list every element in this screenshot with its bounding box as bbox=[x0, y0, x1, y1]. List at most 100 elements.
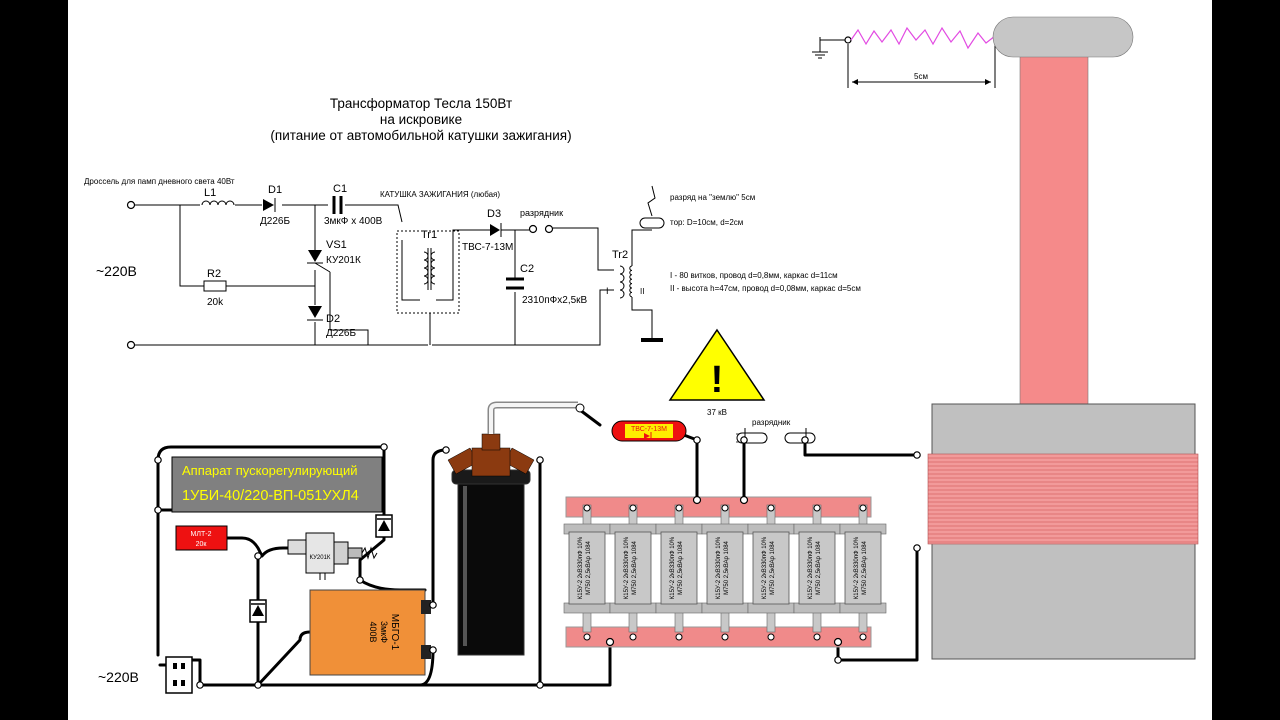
junction-node bbox=[254, 681, 262, 689]
warning-mark: ! bbox=[711, 359, 724, 401]
mbgo-capacitor: МБГО-1 3мкФ 400В bbox=[309, 589, 431, 676]
inductor-L1 bbox=[201, 200, 235, 206]
capacitor-label-2: М750 2,5кВАр 1084 bbox=[862, 540, 868, 594]
junction-node bbox=[356, 576, 364, 584]
title-line-3: (питание от автомобильной катушки зажига… bbox=[270, 128, 571, 143]
tr1-winding-wires bbox=[401, 229, 490, 301]
junction-node bbox=[196, 681, 204, 689]
choke-note: Дроссель для памп дневного света 40Вт bbox=[84, 177, 235, 186]
mains-bottom-wire bbox=[198, 643, 612, 687]
tr2-primary bbox=[619, 265, 625, 299]
capacitor-4: К15У-2 2кВ330пФ 10%М750 2,5кВАр 1084 bbox=[701, 504, 749, 641]
title-block: Трансформатор Тесла 150Вт на искровике (… bbox=[270, 96, 571, 143]
diagram-canvas: Трансформатор Тесла 150Вт на искровике (… bbox=[68, 0, 1212, 720]
capacitor-7: К15У-2 2кВ330пФ 10%М750 2,5кВАр 1084 bbox=[839, 504, 887, 641]
D3-label: D3 bbox=[487, 208, 501, 220]
junction-node bbox=[429, 601, 437, 609]
capacitor-label-2: М750 2,5кВАр 1084 bbox=[770, 540, 776, 594]
high-voltage-warning: ! 37 кВ bbox=[668, 328, 766, 417]
R2-value: 20k bbox=[207, 297, 224, 308]
mbgo-body bbox=[309, 589, 426, 676]
assembly-spark-gap: разрядник bbox=[736, 418, 816, 448]
junction-node bbox=[254, 552, 262, 560]
C2-label: C2 bbox=[520, 263, 534, 275]
ignition-coil-body bbox=[457, 477, 525, 656]
spark-gap-right-electrode bbox=[544, 224, 554, 234]
assembly-mains-label: ~220В bbox=[98, 669, 139, 685]
spark-distance-diagram: 5см bbox=[812, 26, 996, 88]
D2-label: D2 bbox=[326, 313, 340, 325]
coil-hv-tower bbox=[481, 433, 501, 451]
gap-to-primary-wire bbox=[803, 436, 919, 457]
bottom-rail-wire bbox=[135, 289, 614, 346]
capacitor-label-2: М750 2,5кВАр 1084 bbox=[816, 540, 822, 594]
capacitor-label-2: М750 2,5кВАр 1084 bbox=[678, 540, 684, 594]
thyristor-lead bbox=[287, 539, 307, 555]
capacitor-3: К15У-2 2кВ330пФ 10%М750 2,5кВАр 1084 bbox=[655, 504, 703, 641]
junction-node bbox=[154, 506, 162, 514]
capacitor-label-1: К15У-2 2кВ330пФ 10% bbox=[762, 536, 768, 599]
capacitor-label-2: М750 2,5кВАр 1084 bbox=[586, 540, 592, 594]
schematic: Дроссель для памп дневного света 40Вт ~2… bbox=[84, 177, 861, 350]
C1-label: C1 bbox=[333, 183, 347, 195]
junction-node bbox=[442, 446, 450, 454]
mbgo-terminal-top bbox=[421, 600, 431, 614]
torus-symbol bbox=[639, 217, 665, 229]
warning-voltage: 37 кВ bbox=[707, 408, 727, 417]
capacitor-label-1: К15У-2 2кВ330пФ 10% bbox=[716, 536, 722, 599]
Tr2-label: Tr2 bbox=[612, 249, 628, 261]
capacitor-label-2: М750 2,5кВАр 1084 bbox=[632, 540, 638, 594]
C2-value: 2310пФх2,5кВ bbox=[522, 295, 588, 306]
winding-I-note: I - 80 витков, провод d=0,8мм, каркас d=… bbox=[670, 271, 838, 280]
winding-II-note: II - высота h=47см, провод d=0,08мм, кар… bbox=[670, 284, 861, 293]
spark-ground-node bbox=[844, 36, 852, 44]
thyristor-body bbox=[305, 532, 335, 574]
distance-marker bbox=[847, 44, 996, 88]
junction-node bbox=[913, 544, 921, 552]
ballast-line-1: Аппарат пускорегулирующий bbox=[182, 463, 358, 478]
mbgo-terminal-bottom bbox=[421, 645, 431, 659]
gate-wire bbox=[329, 272, 369, 345]
VS1-label: VS1 bbox=[326, 239, 347, 251]
bank-node-capsule bbox=[692, 495, 702, 505]
thyristor-stud bbox=[347, 547, 363, 559]
tesla-coil bbox=[927, 16, 1199, 660]
title-line-1: Трансформатор Тесла 150Вт bbox=[330, 96, 512, 111]
capacitor-bar-top bbox=[565, 496, 872, 518]
D3-type: ТВС-7-13М bbox=[462, 242, 513, 253]
tr2-secondary bbox=[629, 265, 633, 298]
capsule-label-area bbox=[625, 424, 673, 438]
capacitor-6: К15У-2 2кВ330пФ 10%М750 2,5кВАр 1084 bbox=[793, 504, 841, 641]
title-line-2: на искровике bbox=[380, 112, 462, 127]
D2-type: Д226Б bbox=[326, 328, 356, 339]
resistor-to-thyristor-wire bbox=[225, 536, 292, 558]
ignition-coil bbox=[447, 401, 585, 656]
capacitor-2: К15У-2 2кВ330пФ 10%М750 2,5кВАр 1084 bbox=[609, 504, 657, 641]
junction-node bbox=[834, 656, 842, 664]
mbgo-line-2: 3мкФ bbox=[379, 621, 389, 643]
resistor-line-2: 20к bbox=[196, 541, 208, 548]
tesla-diagram: Трансформатор Тесла 150Вт на искровике (… bbox=[84, 16, 1199, 694]
bank-node-gap bbox=[739, 495, 749, 505]
thyristor-component: КУ201К bbox=[287, 532, 378, 580]
capacitor-bar-bottom bbox=[565, 626, 872, 648]
discharge-arc-symbol bbox=[647, 185, 656, 217]
thyristor-thread bbox=[361, 546, 378, 560]
assembly-nodes bbox=[154, 436, 921, 689]
resistor-R2 bbox=[203, 280, 227, 292]
spark-gap-wire bbox=[501, 227, 614, 271]
mbgo-line-1: МБГО-1 bbox=[389, 614, 400, 651]
junction-node bbox=[154, 456, 162, 464]
secondary-coil bbox=[1019, 55, 1089, 407]
junction-node bbox=[801, 436, 809, 444]
coil-left-wire bbox=[431, 448, 448, 607]
ground-symbol bbox=[812, 37, 846, 59]
spark-gap-left-electrode bbox=[528, 224, 538, 234]
D1-label: D1 bbox=[268, 184, 282, 196]
Tr2-I-label: I bbox=[606, 286, 609, 296]
junction-node bbox=[536, 681, 544, 689]
junction-node bbox=[536, 456, 544, 464]
mains-plug: ~220В bbox=[98, 656, 193, 694]
